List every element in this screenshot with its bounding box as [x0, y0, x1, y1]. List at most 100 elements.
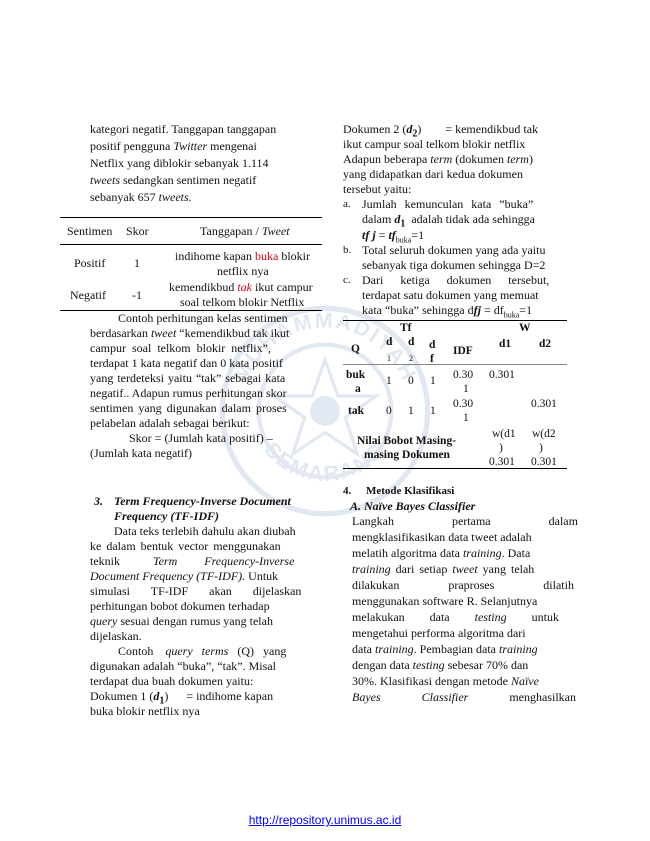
table2-row2-idf-line2: 1 [463, 412, 469, 424]
left-intro-line-1: kategori negatif. Tanggapan tanggapan [90, 122, 277, 136]
para1-line-3: campur soal telkom blokir netflix”, [90, 341, 271, 355]
table2-row2-w-d2: 0.301 [531, 398, 557, 410]
para2-line-5: simulasi TF-IDF akan dijelaskan [90, 584, 302, 598]
para4-line-11: 30%. Klasifikasi dengan metode Naïve [352, 674, 539, 688]
table2-row1-q-part2: a [355, 383, 361, 395]
para2-line-4: Document Frequency (TF-IDF). Untuk [90, 569, 279, 583]
table2-header-w-d1: d1 [499, 338, 512, 350]
twitter-word: Twitter [173, 139, 208, 153]
page-footer: http://repository.unimus.ac.id [0, 813, 650, 827]
left-intro-line-4: tweets sedangkan sentimen negatif [90, 173, 257, 187]
table2-header-d2: d [408, 336, 415, 348]
table2-row2-idf-line1: 0.30 [453, 398, 474, 410]
list-b-line-2: sebanyak tiga dokumen sehingga D=2 [362, 258, 546, 272]
table1-row2-tweet-line2: soal telkom blokir Netflix [180, 295, 305, 309]
table1-bottom-rule [60, 310, 322, 311]
para3-line-1: Contoh query terms (Q) yang [118, 644, 287, 658]
doc1-line-1: Dokumen 1 (d1) = indihome kapan [90, 689, 274, 707]
table1-header-skor: Skor [126, 224, 149, 238]
para1-line-1: Contoh perhitungan kelas sentimen [118, 311, 288, 325]
doc2-line-2: ikut campur soal telkom blokir netflix [343, 137, 526, 151]
section4-number: 4. [343, 485, 352, 497]
para2-line-8: dijelaskan. [90, 629, 142, 643]
intro2a: positif pengguna [90, 139, 174, 153]
para3-line-3: terdapat dua buah dokumen yaitu: [90, 674, 254, 688]
table2-header-q: Q [351, 343, 360, 355]
table1-top-rule [60, 217, 322, 218]
para4-line-9: data training. Pembagian data training [352, 642, 538, 656]
table1-row2-sentimen: Negatif [70, 288, 106, 302]
table2-footer-wd1-close: ) [499, 442, 503, 454]
table1-row2-skor: -1 [132, 288, 142, 302]
table2-header-w: W [519, 322, 531, 334]
table2-row1-idf-line2: 1 [463, 383, 469, 395]
table2-header-d1: d [386, 336, 393, 348]
para4-line-1: Langkah pertama dalam [352, 514, 578, 528]
para1-line-8: pelabelan adalah sebagai berikut: [90, 416, 250, 430]
table2-row1-idf-line1: 0.30 [453, 369, 474, 381]
table1-row1-tweet-line2: netflix nya [217, 264, 269, 278]
section3-title-line2: Frequency (TF-IDF) [114, 509, 219, 523]
table2-header-w-d2: d2 [539, 338, 552, 350]
para2-line-1: Data teks terlebih dahulu akan diubah [114, 524, 296, 538]
table2-bottom-rule [343, 468, 567, 469]
para2-line-3: teknik Term Frequency-Inverse [90, 554, 295, 568]
table2-row1-q-part1: buk [346, 369, 366, 381]
table1-header-tanggapan: Tanggapan / Tweet [200, 224, 290, 238]
table1-row1-tweet-line1: indihome kapan buka blokir [175, 249, 310, 263]
para1-line-4: terdapat 1 kata negatif dan 0 kata posit… [90, 356, 283, 370]
list-marker-a: a. [343, 198, 351, 210]
left-intro-line-2: positif pengguna Twitter mengenai [90, 139, 257, 153]
list-a-line-2: dalam d1 adalah tidak ada sehingga [362, 212, 535, 230]
table1-header-rule [60, 244, 322, 245]
list-marker-b: b. [343, 244, 352, 256]
sentiment-word-buka: buka [254, 249, 279, 263]
intro2-line-1: Adapun beberapa term (dokumen term) [343, 152, 533, 166]
section4-title: Metode Klasifikasi [366, 485, 455, 497]
para3-line-2: digunakan adalah “buka”, “tak”. Misal [90, 659, 276, 673]
section3-title-line1: Term Frequency-Inverse Document [114, 494, 291, 508]
para4-line-12: Bayes Classifier menghasilkan [352, 690, 576, 704]
list-marker-c: c. [343, 274, 351, 286]
table2-header-d2-sub: 2 [409, 354, 413, 363]
table2-row2-df: 1 [430, 405, 436, 417]
subsection-a-title: A. Naïve Bayes Classifier [350, 499, 476, 513]
table2-header-df-d: d [429, 339, 436, 351]
list-c-line-3: kata “buka” sehingga dfj = dfbuka=1 [362, 303, 533, 320]
table2-footer-v2: 0.301 [531, 456, 557, 468]
left-intro-line-5: sebanyak 657 tweets. [90, 190, 192, 204]
formula-line-2: (Jumlah kata negatif) [90, 446, 192, 460]
table2-top-rule [343, 320, 567, 321]
table2-footer-label-line1: Nilai Bobot Masing- [357, 435, 457, 447]
list-c-line-2: terdapat satu dokumen yang memuat [362, 288, 539, 302]
para2-line-6: perhitungan bobot dokumen terhadap [90, 599, 270, 613]
table2-footer-wd2: w(d2 [532, 428, 556, 440]
table2-header-tf: Tf [400, 322, 412, 334]
para1-line-6: negatif.. Adapun rumus perhitungan skor [90, 386, 287, 400]
para4-line-7: melakukan data testing untuk [352, 610, 559, 624]
list-a-line-3: tf j = tfbuka=1 [362, 228, 425, 245]
para4-line-10: dengan data testing sebesar 70% dan [352, 658, 529, 672]
para4-line-6: menggunakan software R. Selanjutnya [352, 594, 538, 608]
para1-line-5: yang terdeteksi yaitu “tak” sebagai kata [90, 371, 286, 385]
para4-line-5: dilakukan praproses dilatih [352, 578, 574, 592]
table1-header-sentimen: Sentimen [67, 224, 113, 238]
para4-line-3: melatih algoritma data training. Data [352, 546, 531, 560]
table2-row1-w-d1: 0.301 [489, 369, 515, 381]
table2-row2-q: tak [348, 405, 364, 417]
para2-line-7: query sesuai dengan rumus yang telah [90, 614, 273, 628]
table2-footer-v1: 0.301 [489, 456, 515, 468]
left-intro-line-3: Netflix yang diblokir sebanyak 1.114 [90, 156, 269, 170]
list-c-line-1: Dari ketiga dokumen tersebut, [362, 273, 550, 287]
para4-line-8: mengetahui performa algoritma dari [352, 626, 526, 640]
table1-row2-tweet-line1: kemendikbud tak ikut campur [169, 280, 313, 294]
doc1-line-2: buka blokir netflix nya [90, 704, 200, 718]
repository-link[interactable]: http://repository.unimus.ac.id [248, 813, 402, 827]
list-b-line-1: Total seluruh dokumen yang ada yaitu [362, 243, 546, 257]
table2-row2-d1: 0 [386, 405, 392, 417]
table1-row1-sentimen: Positif [74, 256, 106, 270]
list-a-line-1: Jumlah kemunculan kata ”buka” [362, 197, 534, 211]
para2-line-2: ke dalam bentuk vector menggunakan [90, 539, 281, 553]
doc2-line-1: Dokumen 2 (d2) = kemendikbud tak [343, 122, 539, 140]
formula-line-1: Skor = (Jumlah kata positif) – [129, 431, 273, 445]
